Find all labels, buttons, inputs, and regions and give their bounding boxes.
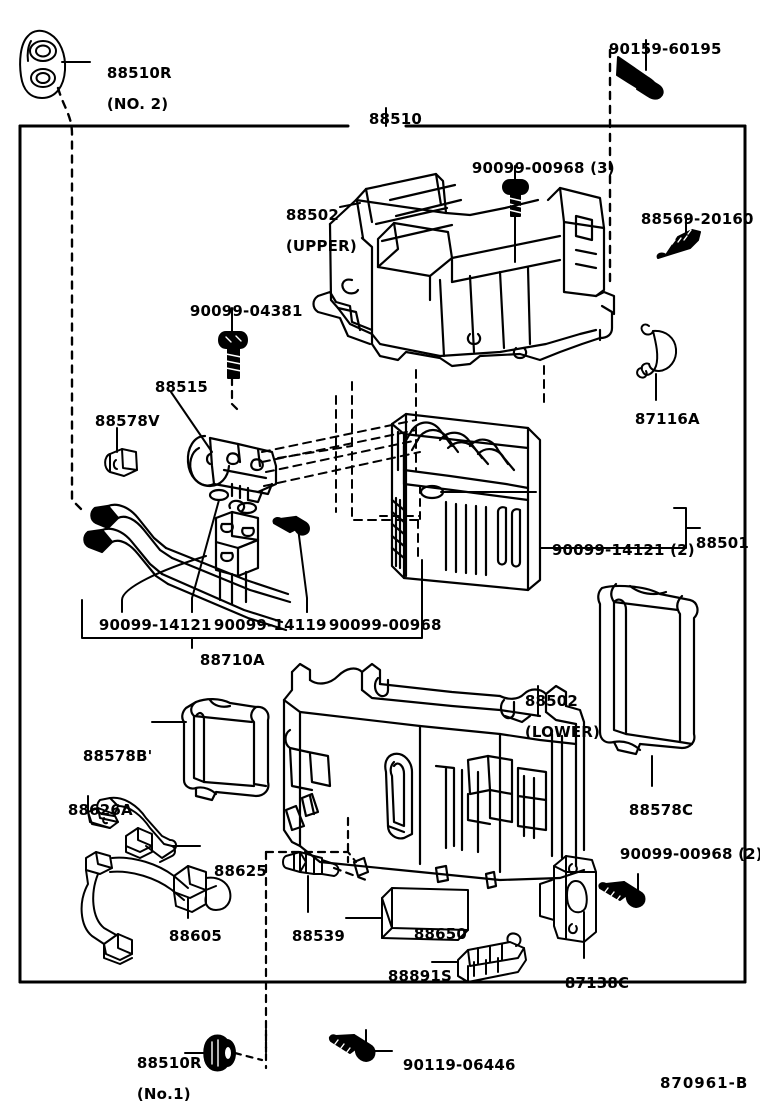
label-90099-14121-pipe: 90099-14121 — [88, 602, 212, 634]
part-88605-harness — [80, 851, 232, 965]
label-88515-code: 88515 — [154, 377, 209, 396]
label-88510r-no1-sub: (No.1) — [136, 1085, 191, 1104]
label-88502-upper-sub: (UPPER) — [285, 237, 357, 256]
label-88502-lower-code: 88502 — [524, 691, 579, 710]
label-90099-04381: 90099-04381 — [179, 288, 303, 320]
leader-88502-upper — [339, 202, 361, 208]
frame-border — [18, 124, 747, 984]
label-88578v-code: 88578V — [94, 411, 160, 430]
label-88510r-no2-sub: (NO. 2) — [106, 95, 169, 114]
part-88510r-no1 — [203, 1034, 236, 1072]
dash-88510r-no1 — [233, 1028, 268, 1070]
assembly-dashed-guides — [261, 365, 545, 561]
label-88569-20160-code: 88569-20160 — [640, 209, 754, 228]
label-88502-lower-sub: (LOWER) — [524, 723, 601, 742]
label-88539-code: 88539 — [291, 926, 346, 945]
dash-88510r-no2 — [56, 86, 84, 512]
part-90099-00968-2 — [598, 881, 646, 908]
label-87116a: 87116A — [624, 396, 700, 428]
label-88501: 88501 — [685, 520, 749, 552]
label-88515: 88515 — [144, 364, 208, 396]
label-87138c-code: 87138C — [564, 973, 630, 992]
dash-evap-guides — [379, 485, 421, 521]
label-88578v: 88578V — [84, 398, 160, 430]
label-90159-60195-code: 90159-60195 — [608, 39, 722, 58]
part-88650-amplifier — [381, 887, 469, 941]
label-88626a: 88626A — [57, 787, 133, 819]
part-90119-06446 — [328, 1034, 376, 1062]
leader-88515 — [170, 391, 213, 453]
bracket-88710a — [81, 499, 423, 649]
label-88569-20160: 88569-20160 — [630, 196, 754, 228]
label-88510: 88510 — [358, 96, 422, 128]
label-88510r-no2-code: 88510R — [106, 63, 172, 82]
part-88501-evaporator — [390, 412, 542, 592]
label-87116a-code: 87116A — [634, 409, 700, 428]
label-88710a: 88710A — [189, 637, 265, 669]
label-88510r-no1-code: 88510R — [136, 1053, 202, 1072]
label-90099-00968-2-code: 90099-00968 (2) — [619, 844, 760, 863]
label-90099-14119: 90099-14119 — [203, 602, 327, 634]
label-88501-code: 88501 — [695, 533, 750, 552]
part-88515 — [186, 434, 278, 504]
label-88891s-code: 88891S — [387, 966, 453, 985]
label-88710a-code: 88710A — [199, 650, 265, 669]
label-88650: 88650 — [403, 911, 467, 943]
label-90099-14121-pipe-code: 90099-14121 — [98, 615, 212, 634]
diagram-number: 870961-B — [660, 1074, 749, 1092]
part-88578b-seal — [181, 698, 270, 802]
part-88578v — [104, 448, 138, 477]
part-88502-upper — [312, 172, 616, 368]
part-88710a-tubes — [83, 488, 310, 632]
label-88539: 88539 — [281, 913, 345, 945]
part-87138c-bracket — [539, 855, 597, 943]
label-88625: 88625 — [203, 848, 267, 880]
label-90119-06446-code: 90119-06446 — [402, 1055, 516, 1074]
label-88626a-code: 88626A — [67, 800, 133, 819]
leader-90119-06446 — [365, 1029, 393, 1052]
part-88569-20160 — [656, 229, 701, 259]
label-88891s: 88891S — [377, 953, 452, 985]
label-88502-upper: 88502 (UPPER) — [275, 192, 357, 255]
part-90159-60195 — [616, 56, 664, 100]
label-88605-code: 88605 — [168, 926, 223, 945]
label-88502-upper-code: 88502 — [285, 205, 340, 224]
bracket-88501 — [539, 507, 701, 549]
part-88891s-clamp — [457, 932, 527, 983]
label-88578c: 88578C — [618, 787, 693, 819]
label-90099-00968-3: 90099-00968 (3) — [461, 145, 615, 177]
label-88578c-code: 88578C — [628, 800, 694, 819]
label-87138c: 87138C — [554, 960, 629, 992]
label-88510r-no2: 88510R (NO. 2) — [96, 50, 172, 113]
dash-88539 — [264, 816, 368, 1054]
label-88605: 88605 — [158, 913, 222, 945]
label-88510-code: 88510 — [368, 109, 423, 128]
label-88510r-no1: 88510R (No.1) — [126, 1040, 202, 1103]
label-90099-14121-evap-code: 90099-14121 (2) — [551, 540, 695, 559]
label-88578b-code: 88578B' — [82, 746, 153, 765]
label-90099-14121-evap: 90099-14121 (2) — [541, 527, 695, 559]
label-90159-60195: 90159-60195 — [598, 26, 722, 58]
label-88502-lower: 88502 (LOWER) — [514, 678, 600, 741]
label-90099-04381-code: 90099-04381 — [189, 301, 303, 320]
label-90099-00968-2: 90099-00968 (2) — [609, 831, 760, 863]
part-90099-00968-3 — [502, 179, 529, 217]
part-87116a — [636, 323, 678, 379]
label-90099-14119-code: 90099-14119 — [213, 615, 327, 634]
part-90099-04381 — [218, 331, 248, 379]
label-90119-06446: 90119-06446 — [392, 1042, 516, 1074]
part-88578c-seal — [597, 582, 699, 756]
label-90099-00968-pipe: 90099-00968 — [318, 602, 442, 634]
label-88650-code: 88650 — [413, 924, 468, 943]
label-88625-code: 88625 — [213, 861, 268, 880]
label-90099-00968-3-code: 90099-00968 (3) — [471, 158, 615, 177]
part-88502-lower — [282, 662, 586, 890]
label-88578b: 88578B' — [72, 733, 152, 765]
dash-90099-04381 — [230, 376, 242, 414]
label-90099-00968-pipe-code: 90099-00968 — [328, 615, 442, 634]
